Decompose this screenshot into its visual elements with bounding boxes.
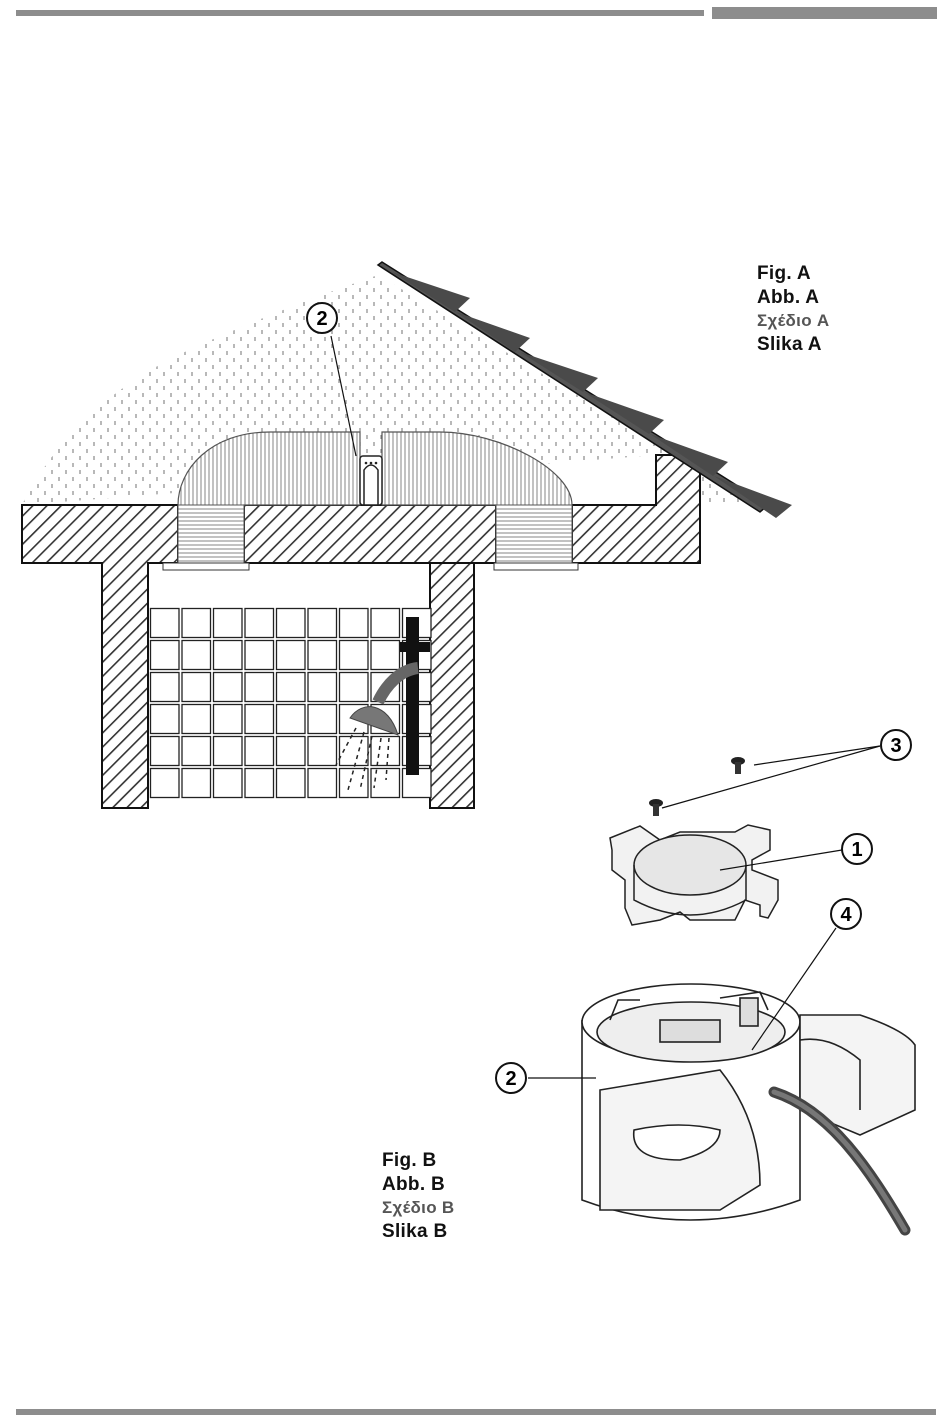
fan-unit-in-attic	[360, 456, 382, 505]
wall-tile	[371, 609, 400, 638]
wall-tile	[182, 673, 211, 702]
svg-text:2: 2	[316, 308, 327, 330]
wall-tile	[277, 641, 306, 670]
wall-tile	[308, 769, 337, 798]
wall-tile	[245, 641, 274, 670]
wall-tile	[277, 609, 306, 638]
wall-tile	[151, 609, 180, 638]
caption-b-line-3: Σχέδιο B	[382, 1196, 454, 1220]
wall-tile	[340, 769, 369, 798]
wall-tile	[214, 609, 243, 638]
wall-tile	[371, 737, 400, 766]
wall-tile	[151, 705, 180, 734]
wall-tile	[340, 609, 369, 638]
footer-rule	[16, 1409, 936, 1415]
wall-tile	[151, 737, 180, 766]
figure-b-caption: Fig. B Abb. B Σχέδιο B Slika B	[382, 1149, 454, 1243]
screw-left	[649, 799, 663, 816]
wall-tile	[340, 641, 369, 670]
wall-tile	[182, 737, 211, 766]
wall-tile	[277, 705, 306, 734]
svg-text:4: 4	[840, 904, 852, 926]
wall-tile	[214, 737, 243, 766]
wall-tile	[182, 769, 211, 798]
wall-tile	[245, 673, 274, 702]
ceiling-slab-center	[244, 505, 496, 563]
wall-tile	[214, 705, 243, 734]
wall-tile	[277, 673, 306, 702]
wall-tile	[277, 737, 306, 766]
wall-tile	[277, 769, 306, 798]
wall-tile	[182, 705, 211, 734]
wall-tile	[245, 609, 274, 638]
wall-tile	[214, 641, 243, 670]
svg-text:2: 2	[505, 1068, 516, 1090]
bathroom-tiles	[151, 609, 432, 798]
fan-housing	[582, 984, 915, 1220]
caption-a-line-2: Abb. A	[757, 286, 829, 310]
caption-a-line-3: Σχέδιο A	[757, 309, 829, 333]
wall-tile	[371, 769, 400, 798]
caption-a-line-4: Slika A	[757, 333, 829, 357]
wall-tile	[340, 673, 369, 702]
screw-right	[731, 757, 745, 774]
wall-tile	[151, 769, 180, 798]
wall-tile	[151, 641, 180, 670]
svg-text:1: 1	[851, 839, 862, 861]
figure-b-drawing: 3 1 4 2	[496, 730, 915, 1230]
mounting-bracket	[610, 825, 778, 925]
figure-a-drawing: 2	[22, 262, 792, 808]
wall-tile	[371, 641, 400, 670]
ceiling-grille-right	[494, 563, 578, 570]
wall-tile	[214, 769, 243, 798]
wall-tile	[308, 705, 337, 734]
wall-tile	[245, 737, 274, 766]
wall-tile	[308, 609, 337, 638]
wall-tile	[308, 737, 337, 766]
wall-tile	[308, 673, 337, 702]
callout-2-fig-b: 2	[496, 1063, 596, 1093]
figure-a-caption: Fig. A Abb. A Σχέδιο A Slika A	[757, 262, 829, 356]
wall-tile	[308, 641, 337, 670]
ceiling-grille-left	[163, 563, 249, 570]
caption-a-line-1: Fig. A	[757, 262, 829, 286]
wall-tile	[245, 705, 274, 734]
wall-tile	[182, 641, 211, 670]
svg-text:3: 3	[890, 735, 901, 757]
caption-b-line-4: Slika B	[382, 1220, 454, 1244]
wall-tile	[182, 609, 211, 638]
wall-tile	[245, 769, 274, 798]
wall-tile	[214, 673, 243, 702]
caption-b-line-2: Abb. B	[382, 1173, 454, 1197]
caption-b-line-1: Fig. B	[382, 1149, 454, 1173]
wall-tile	[151, 673, 180, 702]
callout-3: 3	[662, 730, 911, 808]
